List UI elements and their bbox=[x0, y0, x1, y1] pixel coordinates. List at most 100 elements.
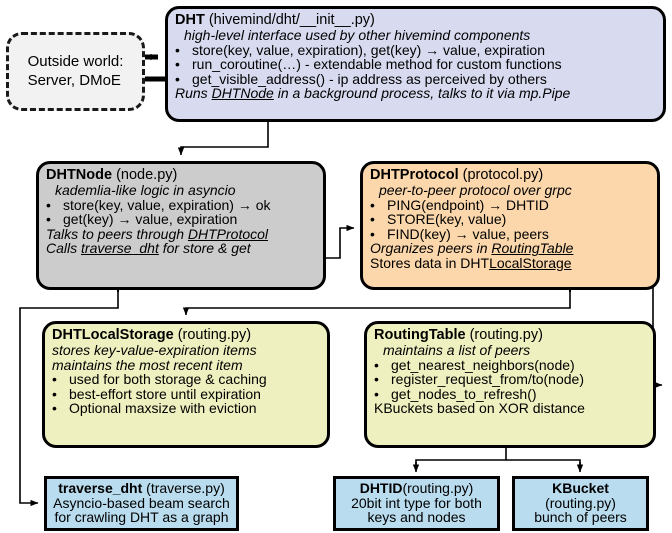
routingtable-footer: KBuckets based on XOR distance bbox=[374, 400, 585, 417]
dhtlocalstorage-title-file: (routing.py) bbox=[173, 327, 252, 343]
dht-subtitle: high-level interface used by other hivem… bbox=[184, 27, 531, 44]
dhtid-title: DHTID(routing.py) bbox=[341, 481, 492, 496]
dhtlocalstorage-bullet-0-text: used for both storage & caching bbox=[69, 371, 267, 388]
traverse-dht-title-file: (traverse.py) bbox=[142, 480, 225, 496]
bullet-icon: • bbox=[52, 400, 57, 417]
dhtprotocol-subtitle: peer-to-peer protocol over grpc bbox=[379, 182, 572, 199]
routingtable-bullet-1-text: register_request_from/to(node) bbox=[391, 371, 584, 388]
outside-world-line1: Outside world: bbox=[27, 53, 124, 71]
dht-footer: Runs DHTNode in a background process, ta… bbox=[175, 86, 656, 101]
kbucket-line-2: bunch of peers bbox=[534, 509, 627, 526]
kbucket-line-1: (routing.py) bbox=[545, 494, 616, 511]
wire-dhtprotocol-to-dhtlocalstorage bbox=[182, 290, 571, 316]
dhtnode-title: DHTNode (node.py) bbox=[46, 167, 316, 183]
bullet-icon: • bbox=[374, 371, 379, 388]
bullet-icon: • bbox=[374, 385, 379, 402]
dhtprotocol-box: DHTProtocol (protocol.py) peer-to-peer p… bbox=[360, 161, 660, 290]
dht-box: DHT (hivemind/dht/__init__.py) high-leve… bbox=[165, 6, 666, 122]
dhtnode-title-file: (node.py) bbox=[112, 167, 178, 183]
dht-bullet-1: • run_coroutine(…) - extendable method f… bbox=[175, 57, 656, 72]
dht-footer-link-dhtnode[interactable]: DHTNode bbox=[211, 85, 274, 102]
dhtprotocol-footer1-pre: Organizes peers in bbox=[370, 240, 492, 257]
dht-bullet-0: • store(key, value, expiration), get(key… bbox=[175, 43, 656, 58]
outside-world-box: Outside world: Server, DMoE bbox=[6, 32, 145, 111]
dht-title-bold: DHT bbox=[175, 12, 205, 28]
wire-dhtnode-to-dhtprotocol bbox=[322, 224, 355, 259]
dhtprotocol-bullet-2-text: FIND(key) → value, peers bbox=[387, 225, 549, 242]
bullet-icon: • bbox=[52, 385, 57, 402]
bullet-icon: • bbox=[46, 196, 51, 213]
traverse-dht-line-1: Asyncio-based beam search bbox=[53, 494, 230, 511]
dhtid-box: DHTID(routing.py) 20bit int type for bot… bbox=[333, 476, 500, 531]
dhtnode-bullet-1: • get(key) → value, expiration bbox=[46, 212, 316, 227]
dhtprotocol-footer-2: Stores data in DHTLocalStorage bbox=[370, 256, 650, 271]
dhtprotocol-link-routingtable[interactable]: RoutingTable bbox=[491, 240, 574, 257]
dhtlocalstorage-bullet-1: • best-effort store until expiration bbox=[52, 387, 320, 402]
dhtprotocol-bullet-1: • STORE(key, value) bbox=[370, 212, 650, 227]
routingtable-subtitle: maintains a list of peers bbox=[383, 342, 531, 359]
routingtable-title-bold: RoutingTable bbox=[374, 327, 466, 343]
dhtnode-bullet-0-text: store(key, value, expiration) → ok bbox=[63, 196, 271, 213]
bullet-icon: • bbox=[46, 211, 51, 228]
traverse-dht-box: traverse_dht (traverse.py) Asyncio-based… bbox=[44, 476, 239, 531]
bullet-icon: • bbox=[370, 196, 375, 213]
wire-routingtable-fork bbox=[415, 448, 507, 470]
routingtable-bullet-2: • get_nodes_to_refresh() bbox=[374, 387, 646, 402]
wire-dhtnode-to-traverse bbox=[19, 290, 119, 507]
dhtid-line-1: 20bit int type for both bbox=[351, 494, 482, 511]
wire-dht-to-dhtnode bbox=[177, 118, 269, 156]
bullet-icon: • bbox=[175, 70, 180, 87]
traverse-dht-title-bold: traverse_dht bbox=[58, 480, 143, 496]
routingtable-bullet-0: • get_nearest_neighbors(node) bbox=[374, 358, 646, 373]
dhtnode-footer-2: Calls traverse_dht for store & get bbox=[46, 241, 316, 256]
dhtnode-title-bold: DHTNode bbox=[46, 167, 113, 183]
dht-bullet-2-text: get_visible_address() - ip address as pe… bbox=[192, 70, 547, 87]
dht-footer-pre: Runs bbox=[175, 85, 212, 102]
dhtprotocol-link-localstorage[interactable]: LocalStorage bbox=[489, 254, 572, 271]
dhtlocalstorage-box: DHTLocalStorage (routing.py) stores key-… bbox=[42, 321, 330, 448]
dhtlocalstorage-subtitle-1: stores key-value-expiration items bbox=[52, 342, 257, 359]
dhtnode-bullet-1-text: get(key) → value, expiration bbox=[63, 211, 238, 228]
dht-footer-post: in a background process, talks to it via… bbox=[273, 85, 571, 102]
dht-bullet-1-text: run_coroutine(…) - extendable method for… bbox=[192, 56, 562, 73]
bullet-icon: • bbox=[175, 56, 180, 73]
routingtable-title-file: (routing.py) bbox=[465, 327, 543, 343]
dhtlocalstorage-bullet-1-text: best-effort store until expiration bbox=[69, 385, 261, 402]
dhtlocalstorage-bullet-2: • Optional maxsize with eviction bbox=[52, 401, 320, 416]
bullet-icon: • bbox=[175, 41, 180, 58]
dhtnode-box: DHTNode (node.py) kademlia-like logic in… bbox=[36, 161, 326, 290]
dhtlocalstorage-title: DHTLocalStorage (routing.py) bbox=[52, 327, 320, 343]
routingtable-bullet-2-text: get_nodes_to_refresh() bbox=[391, 385, 537, 402]
dhtnode-link-dhtprotocol[interactable]: DHTProtocol bbox=[187, 225, 269, 242]
traverse-dht-title: traverse_dht (traverse.py) bbox=[52, 481, 231, 496]
dhtnode-link-traverse-dht[interactable]: traverse_dht bbox=[81, 240, 159, 257]
dhtlocalstorage-title-bold: DHTLocalStorage bbox=[52, 327, 174, 343]
routingtable-bullet-1: • register_request_from/to(node) bbox=[374, 372, 646, 387]
dhtnode-footer-1: Talks to peers through DHTProtocol bbox=[46, 225, 316, 242]
dht-bullet-2: • get_visible_address() - ip address as … bbox=[175, 72, 656, 87]
outside-world-line2: Server, DMoE bbox=[27, 71, 121, 89]
dhtprotocol-bullet-2: • FIND(key) → value, peers bbox=[370, 227, 650, 242]
dhtid-title-file: (routing.py) bbox=[402, 480, 474, 496]
dhtnode-footer1-pre: Talks to peers through bbox=[46, 225, 188, 242]
dht-title: DHT (hivemind/dht/__init__.py) bbox=[175, 12, 656, 28]
dhtlocalstorage-bullet-0: • used for both storage & caching bbox=[52, 372, 320, 387]
dhtprotocol-bullet-0: • PING(endpoint) → DHTID bbox=[370, 198, 650, 213]
dhtprotocol-title: DHTProtocol (protocol.py) bbox=[370, 167, 650, 183]
traverse-dht-line-2: for crawling DHT as a graph bbox=[54, 509, 229, 526]
dhtid-title-bold: DHTID bbox=[359, 480, 403, 496]
bullet-icon: • bbox=[52, 371, 57, 388]
dhtnode-footer2-post: for store & get bbox=[158, 240, 251, 257]
routingtable-bullet-0-text: get_nearest_neighbors(node) bbox=[391, 356, 575, 373]
dhtprotocol-bullet-1-text: STORE(key, value) bbox=[387, 211, 507, 228]
routingtable-box: RoutingTable (routing.py) maintains a li… bbox=[364, 321, 656, 448]
dht-bullet-0-text: store(key, value, expiration), get(key) … bbox=[192, 41, 546, 58]
dhtnode-bullet-0: • store(key, value, expiration) → ok bbox=[46, 198, 316, 213]
dhtlocalstorage-bullet-2-text: Optional maxsize with eviction bbox=[69, 400, 257, 417]
bullet-icon: • bbox=[374, 356, 379, 373]
dhtnode-subtitle: kademlia-like logic in asyncio bbox=[55, 182, 236, 199]
dhtprotocol-bullet-0-text: PING(endpoint) → DHTID bbox=[387, 196, 549, 213]
bullet-icon: • bbox=[370, 211, 375, 228]
dht-title-file: (hivemind/dht/__init__.py) bbox=[204, 12, 375, 28]
